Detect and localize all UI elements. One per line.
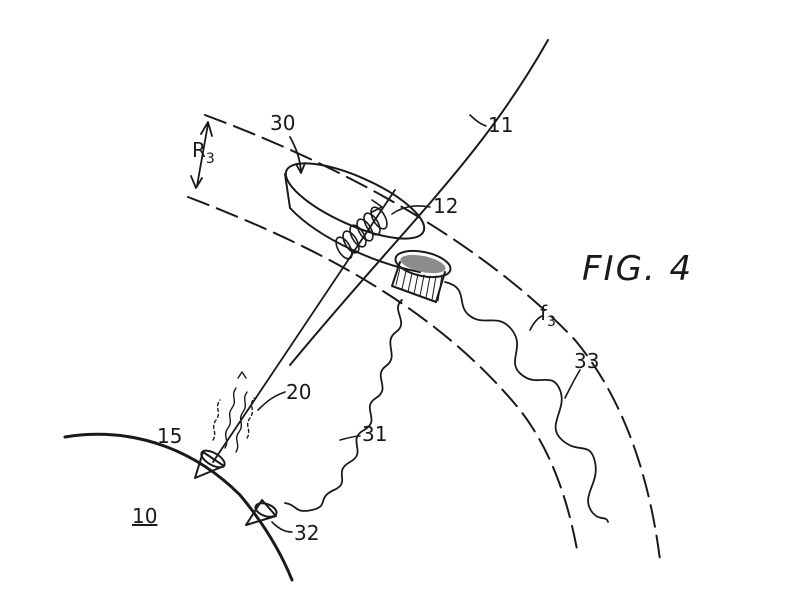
- wave-outer: [444, 281, 609, 523]
- label-receiver-32: 32: [294, 521, 319, 545]
- label-shell-33: 33: [574, 349, 599, 373]
- coil-12: [335, 199, 388, 260]
- label-emitter-15: 15: [157, 424, 182, 448]
- label-coil-12: 12: [433, 194, 458, 218]
- wave-31-leader: [339, 435, 361, 441]
- shell-leader: [564, 369, 581, 399]
- label-frequency-f3: f3: [540, 301, 556, 330]
- shell-outer-boundary: [204, 114, 661, 561]
- emission-20: [212, 371, 255, 453]
- orbit-leader: [469, 114, 487, 127]
- label-radius-r3: R3: [192, 138, 215, 167]
- cartridge-cylinder: [391, 249, 452, 303]
- label-orbit-11: 11: [488, 113, 513, 137]
- receiver-cone-32: [245, 499, 278, 526]
- label-wave-31: 31: [362, 422, 387, 446]
- wave-31: [284, 299, 403, 512]
- radius-dimension-arrow: [190, 121, 213, 189]
- satellite-leader: [289, 136, 302, 173]
- figure-title: FIG. 4: [582, 249, 693, 289]
- coil-leader: [391, 205, 431, 215]
- freq-leader: [529, 315, 543, 331]
- shell-inner-boundary: [187, 196, 579, 556]
- emitter-cone-15: [194, 449, 226, 479]
- orbit-path-11: [289, 39, 549, 366]
- label-satellite-30: 30: [270, 111, 295, 135]
- label-emission-20: 20: [286, 380, 311, 404]
- satellite-leader-arrowhead: [295, 162, 306, 174]
- receiver-leader: [271, 521, 293, 533]
- emission-leader: [257, 391, 286, 411]
- label-body-10: 10: [132, 504, 157, 528]
- planet-surface: [63, 432, 294, 582]
